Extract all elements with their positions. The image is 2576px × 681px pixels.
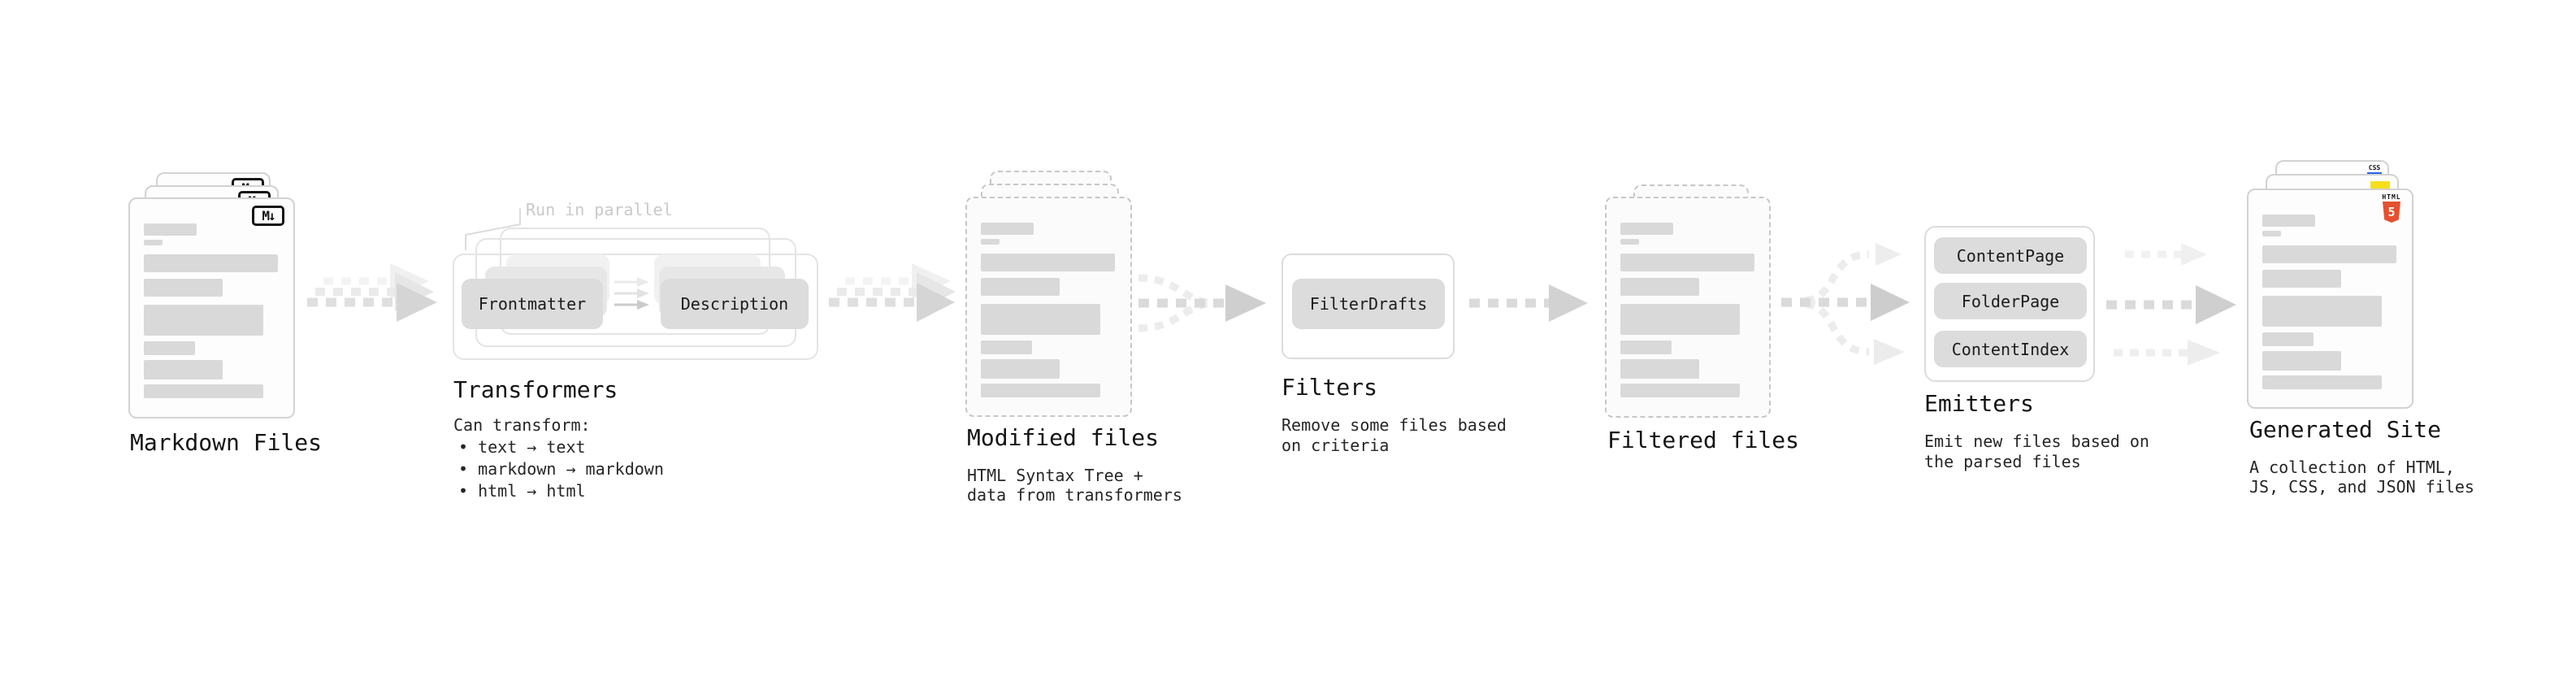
generated-site-title: Generated Site [2249,416,2442,443]
markdown-files-title: Markdown Files [130,429,323,456]
placeholder-bar [144,223,197,236]
placeholder-bar [981,340,1032,354]
arrow-filters-to-filtered [1469,284,1588,322]
placeholder-bar [1620,278,1699,296]
placeholder-bar [981,223,1034,235]
placeholder-bar [1620,254,1754,271]
placeholder-bar [144,341,195,355]
filters-title: Filters [1281,374,1378,401]
transformers-bullet: • text → text [458,437,586,457]
generated-html-file-card: HTML 5 [2247,189,2413,409]
placeholder-bar [1620,340,1672,354]
frontmatter-box: Frontmatter [462,279,603,329]
placeholder-bar [144,360,223,380]
transformers-subtitle: Can transform: [453,415,591,435]
emitters-subtitle: Emit new files based on [1924,432,2149,451]
emitter-folderpage-box: FolderPage [1934,283,2087,319]
run-in-parallel-annotation: Run in parallel [526,200,673,219]
placeholder-bar [144,305,263,336]
filterdrafts-box: FilterDrafts [1292,279,1445,329]
connector-fork-filtered-to-emitters [1781,243,1910,365]
filtered-file-card-front [1605,197,1771,418]
filters-subtitle: Remove some files based [1281,415,1507,435]
modified-files-subtitle: data from transformers [967,485,1182,505]
emitters-subtitle: the parsed files [1924,452,2081,471]
transformers-bullet: • markdown → markdown [458,459,664,479]
placeholder-bar [2262,231,2281,236]
placeholder-bar [981,254,1115,271]
transformers-bullet: • html → html [458,481,586,501]
emitters-title: Emitters [1924,390,2034,417]
placeholder-bar [2262,270,2341,288]
placeholder-bar [1620,223,1673,235]
html5-logo-icon: HTML 5 [2381,193,2402,223]
placeholder-bar [1620,304,1740,335]
placeholder-bar [981,239,1000,245]
arrow-transformers-to-modified [829,263,956,322]
placeholder-bar [981,384,1100,397]
placeholder-bar [2262,375,2382,389]
placeholder-bar [2262,296,2382,327]
modified-files-subtitle: HTML Syntax Tree + [967,466,1143,485]
emitter-contentpage-box: ContentPage [1934,237,2087,274]
css-logo-icon: CSS [2366,165,2383,175]
placeholder-bar [981,278,1060,296]
run-in-parallel-leader-line [465,208,521,250]
placeholder-bar [144,384,263,398]
generated-site-subtitle: JS, CSS, and JSON files [2249,477,2474,497]
placeholder-bar [2262,351,2341,371]
placeholder-bar [144,254,278,272]
modified-file-card-front [965,197,1132,417]
placeholder-bar [981,359,1060,379]
generated-site-subtitle: A collection of HTML, [2249,458,2455,477]
placeholder-bar [1620,384,1740,397]
arrows-emitters-to-generated [2106,243,2236,366]
markdown-logo-icon: M↓ [252,206,284,226]
placeholder-bar [1620,359,1699,379]
arrow-markdown-to-transformers [307,263,437,322]
connector-merge-modified-to-filters [1138,274,1266,332]
placeholder-bar [144,240,163,245]
description-box: Description [661,279,809,329]
placeholder-bar [1620,239,1639,245]
javascript-logo-icon [2370,181,2390,189]
markdown-file-card-front: M↓ [128,197,295,419]
modified-files-title: Modified files [967,424,1160,451]
arrows-frontmatter-to-description [614,277,649,310]
placeholder-bar [981,304,1100,335]
placeholder-bar [144,279,223,297]
transformers-title: Transformers [453,376,618,403]
placeholder-bar [2262,332,2314,346]
placeholder-bar [2262,245,2396,263]
emitter-contentindex-box: ContentIndex [1934,331,2087,367]
placeholder-bar [2262,215,2315,227]
filtered-files-title: Filtered files [1607,427,1800,453]
filters-subtitle: on criteria [1281,436,1390,455]
transformer-frame-front [453,254,818,360]
